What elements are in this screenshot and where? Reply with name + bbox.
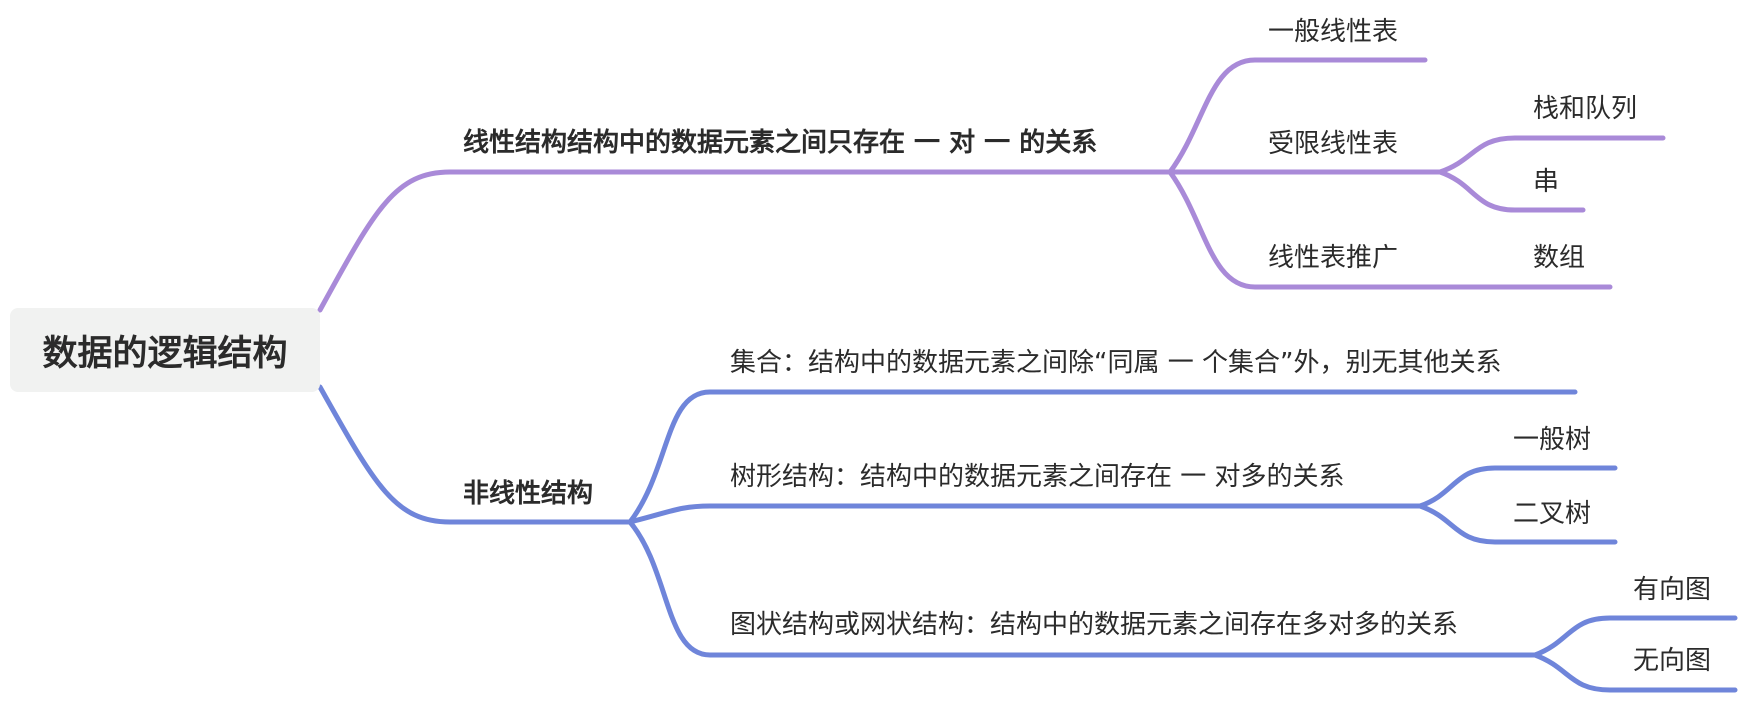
node-general-tree[interactable]: 一般树 (1513, 425, 1592, 455)
node-graph-structure[interactable]: 图状结构或网状结构：结构中的数据元素之间存在多对多的关系 (730, 610, 1459, 640)
node-linear-structure[interactable]: 线性结构结构中的数据元素之间只存在 一 对 一 的关系 (463, 128, 1098, 158)
node-stack-queue[interactable]: 栈和队列 (1533, 94, 1638, 124)
node-set[interactable]: 集合：结构中的数据元素之间除“同属 一 个集合”外，别无其他关系 (730, 348, 1502, 378)
connector-binary-tree (1417, 503, 1618, 545)
connector-general-linear (1167, 57, 1428, 175)
node-string[interactable]: 串 (1533, 167, 1560, 197)
connector-stack-queue (1437, 135, 1666, 175)
node-undirected-graph[interactable]: 无向图 (1633, 646, 1712, 676)
node-extended-linear-list[interactable]: 线性表推广 (1268, 243, 1399, 273)
connector-string (1437, 169, 1586, 213)
connector-root-nonlinear (317, 384, 633, 525)
node-general-linear-list[interactable]: 一般线性表 (1268, 17, 1399, 47)
node-restricted-linear-list[interactable]: 受限线性表 (1268, 129, 1399, 159)
node-directed-graph[interactable]: 有向图 (1633, 575, 1712, 605)
connector-extended-linear (1167, 169, 1613, 290)
connector-general-tree (1417, 465, 1618, 509)
node-nonlinear-structure[interactable]: 非线性结构 (463, 479, 594, 509)
node-binary-tree[interactable]: 二叉树 (1513, 499, 1592, 529)
root-node[interactable]: 数据的逻辑结构 (10, 308, 320, 392)
root-label: 数据的逻辑结构 (42, 333, 288, 374)
connector-directed-graph (1532, 615, 1738, 658)
connector-undirected-graph (1532, 652, 1738, 693)
connector-graph (627, 519, 1538, 658)
node-array[interactable]: 数组 (1533, 243, 1586, 273)
node-tree-structure[interactable]: 树形结构：结构中的数据元素之间存在 一 对多的关系 (730, 462, 1345, 492)
connector-root-linear (317, 169, 1173, 313)
connector-set (627, 389, 1578, 525)
connector-tree (627, 503, 1423, 525)
